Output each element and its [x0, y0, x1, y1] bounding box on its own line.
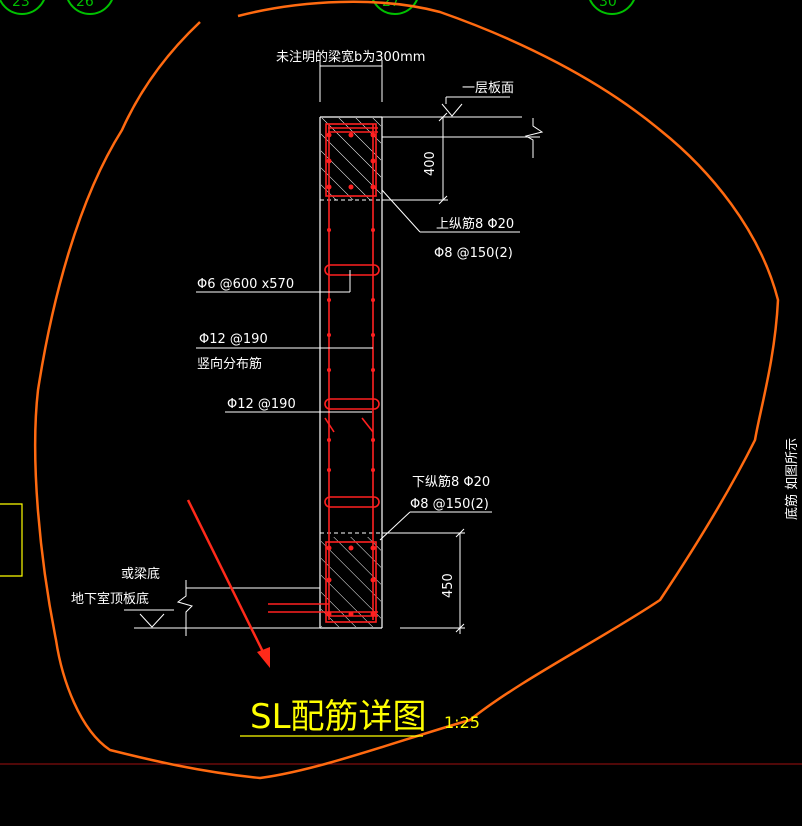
grid-axis-labels: 23 26 27 30: [12, 0, 617, 10]
grid-bubble-4: [589, 0, 635, 15]
bottom-stirrup-label: Φ8 @150(2): [410, 497, 489, 512]
tie-bars-label: Φ6 @600 x570: [197, 277, 294, 292]
revision-cloud: [33, 0, 780, 780]
tie-1: [324, 264, 380, 276]
top-stirrup-label: Φ8 @150(2): [434, 246, 513, 261]
side-edge-text: 底筋 如图所示: [784, 438, 800, 520]
top-stirrup: [325, 123, 377, 197]
annotation-arrow: [186, 499, 270, 668]
grid-bubble-3: [372, 0, 418, 15]
drawing-scale: 1:25: [444, 713, 480, 732]
left-partial-box: [0, 503, 23, 577]
first-floor-slab-label: 一层板面: [462, 81, 514, 96]
tie-2: [324, 398, 380, 410]
rebar-dots: [326, 132, 376, 617]
dim-450-label: 450: [441, 573, 456, 598]
vertical-bars-note: 竖向分布筋: [197, 356, 262, 372]
grid-axis-markers: [0, 0, 635, 15]
grid-label-4: 30: [599, 0, 617, 10]
grid-label-3: 27: [382, 0, 400, 10]
beam-width-note: 未注明的梁宽b为300mm: [276, 49, 425, 65]
grid-bubble-1: [0, 0, 45, 15]
grid-label-1: 23: [12, 0, 30, 10]
grid-bubble-2: [67, 0, 113, 15]
wall-section: [319, 116, 383, 629]
basement-roof-slab-label: 地下室顶板底: [71, 591, 149, 607]
top-bars-label: 上纵筋8 Φ20: [436, 216, 514, 232]
dim-400-label: 400: [423, 151, 438, 176]
beam-bottom-label: 或梁底: [121, 566, 160, 582]
horizontal-bars-label: Φ12 @190: [227, 397, 296, 412]
leader-lines: [124, 60, 544, 636]
bottom-bars-label: 下纵筋8 Φ20: [412, 474, 490, 490]
tie-3: [324, 496, 380, 508]
grid-label-2: 26: [76, 0, 94, 10]
drawing-title: SL配筋详图: [250, 697, 427, 737]
bottom-stirrup: [325, 541, 377, 623]
vertical-bars-label: Φ12 @190: [199, 332, 268, 347]
